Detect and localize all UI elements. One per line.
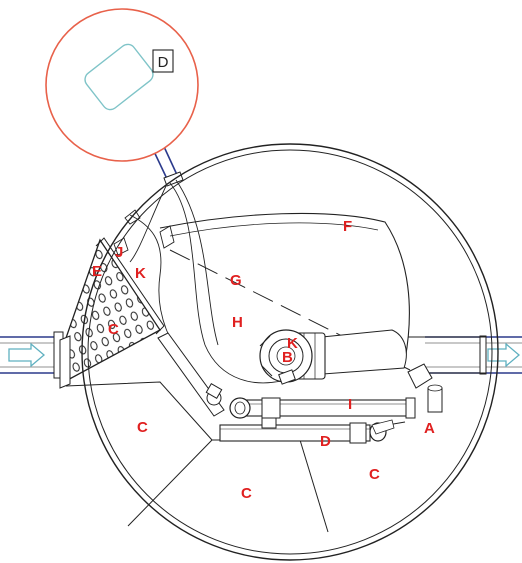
label-h: H: [232, 314, 243, 331]
label-k-center: K: [287, 335, 298, 352]
detail-inset: D: [45, 8, 199, 162]
label-i: I: [348, 396, 352, 413]
label-c-left: C: [137, 419, 148, 436]
inlet-pipe: [0, 331, 64, 379]
outlet-fitting: [407, 363, 443, 413]
label-f: F: [343, 218, 352, 235]
label-c-bottom: C: [241, 485, 252, 502]
inlet-flow-arrow-icon: [8, 342, 46, 368]
inset-tag: D: [158, 54, 169, 71]
airlift-pipe: [157, 332, 225, 417]
label-b: B: [282, 349, 293, 366]
aerator-pump: [259, 329, 407, 383]
outlet-flow-arrow-icon: [487, 342, 521, 368]
label-j: J: [115, 244, 123, 261]
inset-tag-box: [152, 49, 174, 73]
pipe-d: [219, 417, 395, 444]
label-a: A: [424, 420, 435, 437]
label-c-right: C: [369, 466, 380, 483]
label-e: E: [92, 263, 102, 280]
outlet-pipe: [425, 335, 522, 375]
label-g: G: [230, 272, 242, 289]
label-d: D: [320, 433, 331, 450]
label-c-basket: C: [108, 321, 119, 338]
label-k-left: K: [135, 265, 146, 282]
pipe-i: [229, 397, 416, 419]
detail-lid-shape: [84, 43, 154, 111]
hose-connectors: [205, 369, 296, 400]
basket-filter: [59, 237, 165, 389]
labels: F G H K B E J K C I A D C C C: [92, 218, 435, 502]
